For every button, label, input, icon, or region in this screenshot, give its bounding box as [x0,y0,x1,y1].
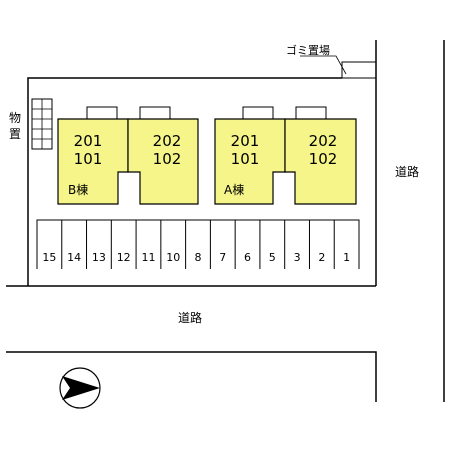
parking-space-number: 2 [318,251,325,264]
parking-area: 15 14 13 12 11 10 8 7 6 5 3 2 1 [36,219,360,269]
parking-space-number: 11 [141,251,155,264]
unit-lower: 102 [309,150,338,168]
unit-upper: 202 [309,132,338,150]
unit-upper: 202 [153,132,182,150]
parking-space-number: 10 [166,251,180,264]
unit-lower: 101 [74,150,103,168]
parking-space-number: 6 [244,251,251,264]
building-a-unit-2 [284,118,357,205]
building-a: 201 101 202 102 A棟 [214,106,357,205]
building-b-label: B棟 [68,182,88,197]
parking-outline [36,219,360,269]
garbage-area [341,61,377,79]
building-b: 201 101 202 102 B棟 [57,106,199,205]
building-a-label: A棟 [224,182,244,197]
bottom-road-edge [6,351,377,402]
north-arrow-icon [59,367,101,409]
parking-space-number: 14 [67,251,81,264]
parking-space-number: 3 [294,251,301,264]
garbage-leader-line [300,55,347,75]
parking-space-number: 1 [343,251,350,264]
site-boundary [27,77,342,286]
parking-space-number: 7 [219,251,226,264]
garbage-label: ゴミ置場 [286,43,330,57]
unit-lower: 101 [231,150,260,168]
parking-space-number: 13 [92,251,106,264]
parking-space-number: 5 [269,251,276,264]
unit-lower: 102 [153,150,182,168]
parking-space-number: 12 [117,251,131,264]
parking-space-number: 8 [195,251,202,264]
storage-label: 物 置 [9,111,25,141]
parking-space-number: 15 [42,251,56,264]
unit-upper: 201 [231,132,260,150]
road-right-label: 道路 [395,164,419,179]
unit-upper: 201 [74,132,103,150]
storage-shed [31,98,53,150]
road-bottom-label: 道路 [178,310,202,325]
building-b-unit-2 [127,118,199,205]
